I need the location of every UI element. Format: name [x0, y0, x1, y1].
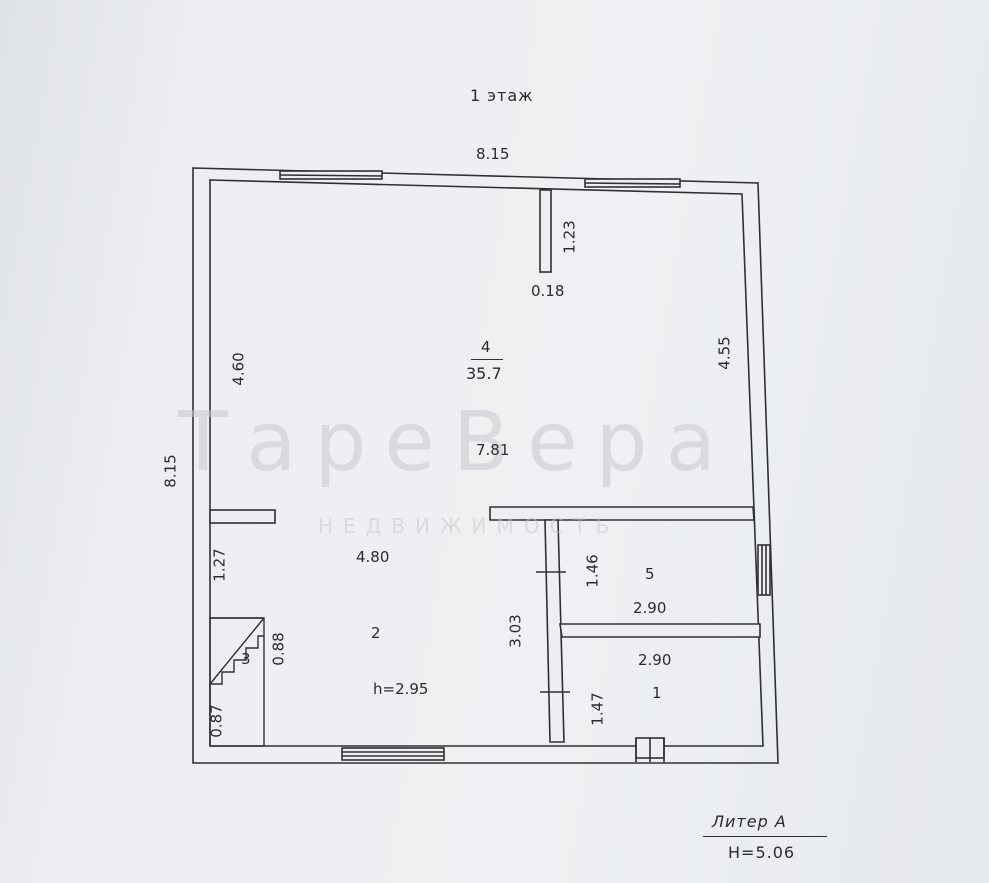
- watermark-brand: ТареВера: [178, 395, 734, 490]
- room4-area: 35.7: [466, 364, 502, 383]
- window-right: [757, 544, 771, 596]
- outer-wall-outer: [192, 167, 779, 764]
- ceiling-height: h=2.95: [373, 680, 429, 698]
- dim-stair-width: 0.88: [269, 632, 288, 666]
- dim-room5-width: 2.90: [633, 599, 667, 617]
- stamp-liter: Литер А: [712, 812, 787, 831]
- dim-lower-width: 4.80: [356, 548, 390, 566]
- window-bottom: [341, 747, 445, 761]
- dim-corridor-height: 3.03: [506, 614, 525, 648]
- stamp-height: H=5.06: [728, 843, 796, 862]
- outer-wall-inner: [209, 179, 764, 747]
- wall-room5-room1: [559, 623, 761, 638]
- watermark-sub: НЕДВИЖИМОСТЬ: [318, 514, 620, 538]
- dim-room5-height: 1.46: [583, 554, 602, 588]
- dim-right-upper: 4.55: [715, 336, 734, 370]
- room5-number: 5: [645, 565, 655, 583]
- partition-left: [209, 509, 276, 524]
- dim-partition-thk: 0.18: [531, 282, 565, 300]
- room4-number: 4: [481, 338, 491, 356]
- dim-mid-width: 7.81: [476, 441, 510, 459]
- stamp-line: [703, 836, 827, 837]
- room4-fraction-line: [471, 359, 503, 360]
- staircase: [209, 617, 265, 747]
- dim-room1-width: 2.90: [638, 651, 672, 669]
- wall-mid-horizontal: [489, 506, 755, 521]
- room3-number: 3: [241, 650, 251, 668]
- dim-partition-len: 1.23: [560, 220, 579, 254]
- partition-top: [539, 189, 552, 273]
- room2-number: 2: [371, 624, 381, 642]
- dim-stair-bottom: 0.87: [207, 704, 226, 738]
- dim-left-lower: 1.27: [210, 548, 229, 582]
- dim-top-width: 8.15: [476, 145, 510, 163]
- floor-title: 1 этаж: [470, 86, 534, 105]
- wall-corridor: [544, 519, 565, 743]
- room1-number: 1: [652, 684, 662, 702]
- dim-left-upper: 4.60: [229, 352, 248, 386]
- dim-left-height: 8.15: [161, 454, 180, 488]
- dim-room1-height: 1.47: [588, 692, 607, 726]
